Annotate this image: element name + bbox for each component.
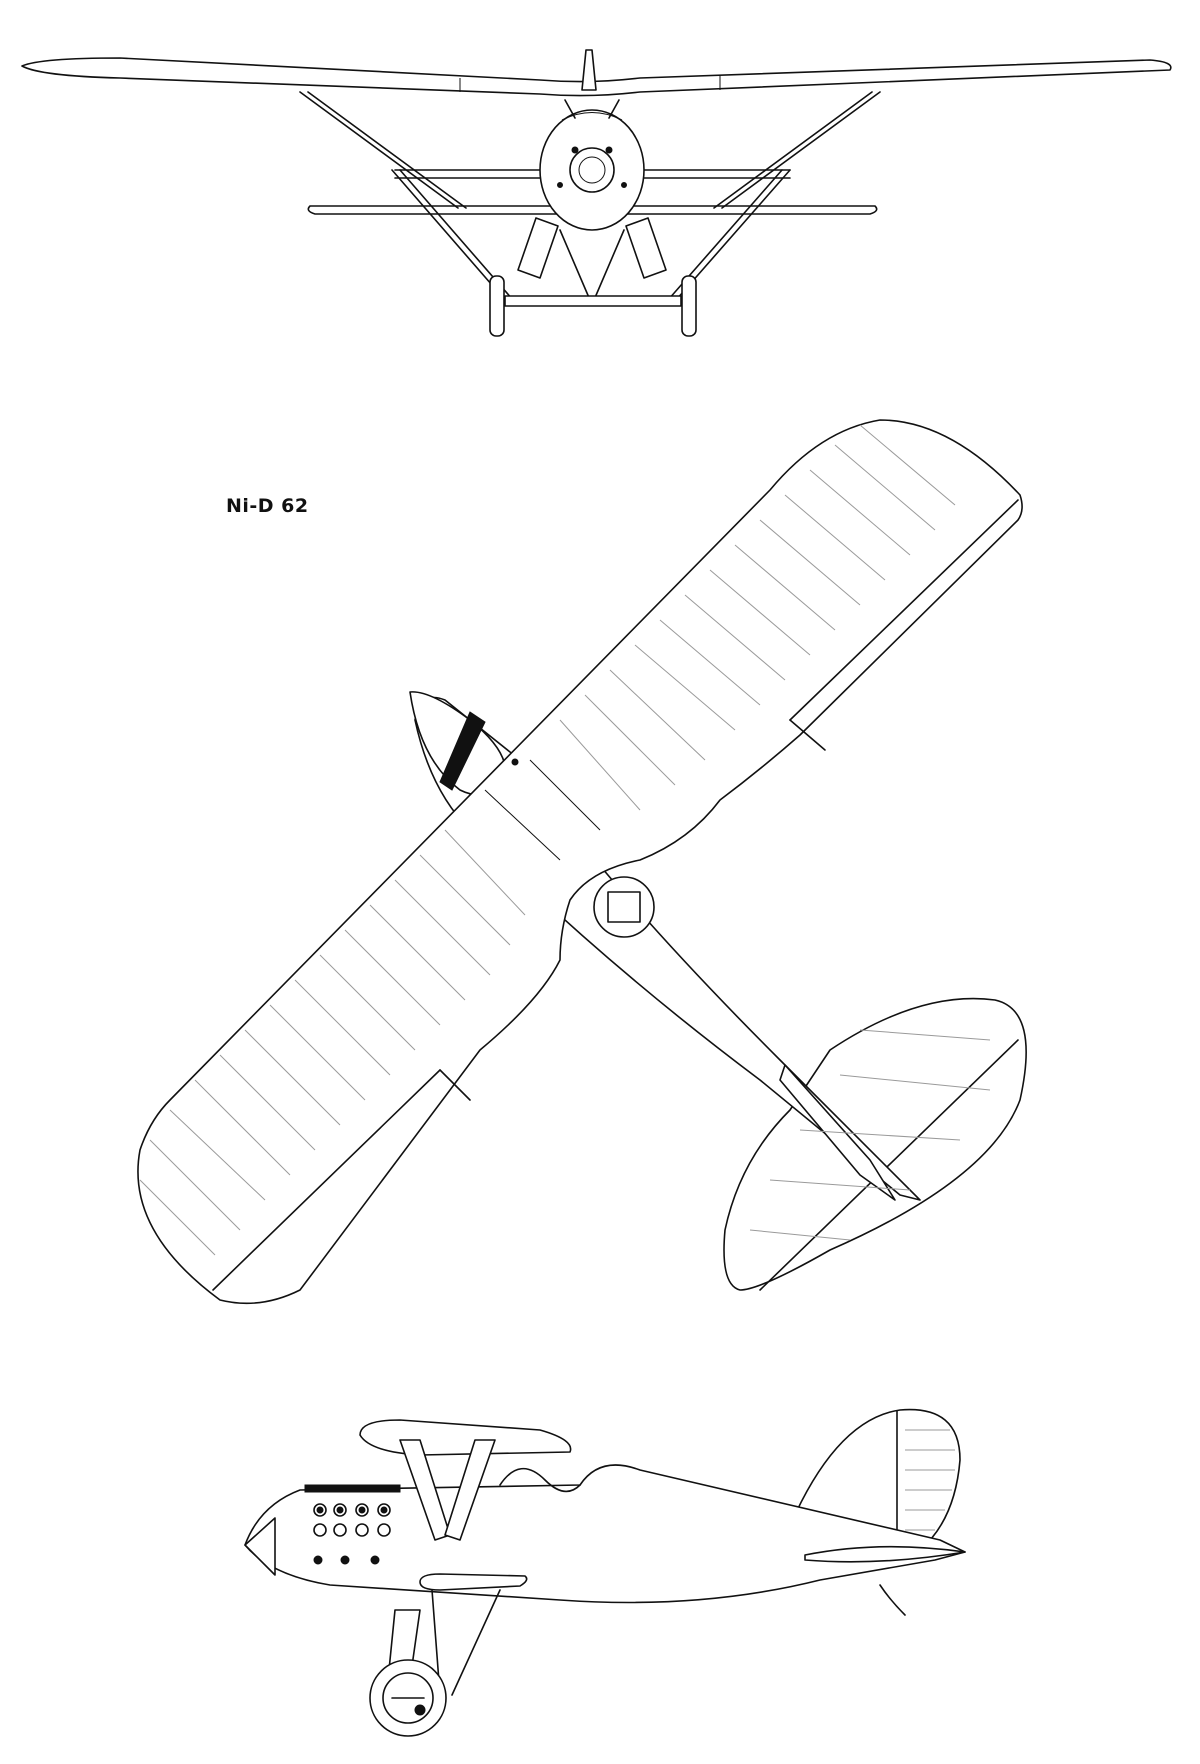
front-view — [21, 49, 1172, 337]
designation-label: Ni-D 62 — [226, 495, 309, 517]
wing-ribs — [139, 424, 991, 1256]
side-view — [244, 1408, 966, 1737]
exhaust-stacks — [313, 1503, 391, 1565]
plan-view — [137, 419, 1027, 1305]
rudder-ribs — [905, 1429, 955, 1531]
